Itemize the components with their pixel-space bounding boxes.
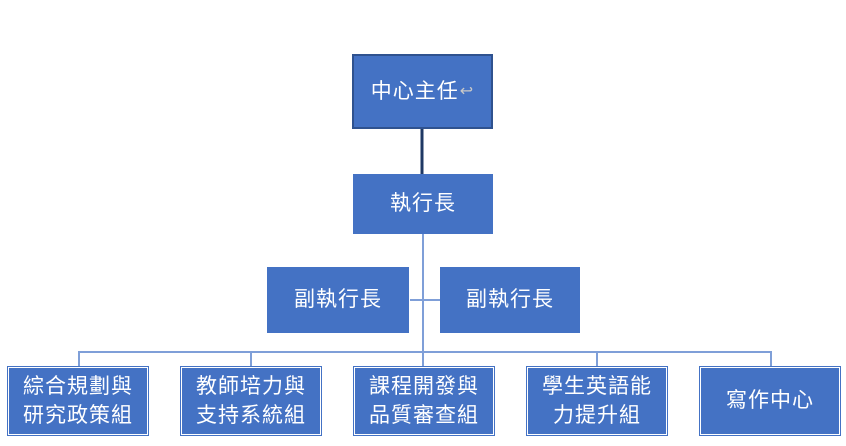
director-box: 中心主任↩: [352, 54, 493, 129]
ceo-box: 執行長: [353, 174, 493, 234]
group-4-line2: 力提升組: [553, 403, 641, 427]
group-1-line2: 研究政策組: [23, 403, 133, 427]
group-3-line1: 課程開發與: [369, 373, 479, 398]
deputy-right-box: 副執行長: [440, 267, 580, 333]
group-2-line1: 教師培力與: [196, 373, 306, 398]
group-1-line1: 綜合規劃與: [23, 373, 133, 398]
group-box-student: 學生英語能 力提升組: [526, 366, 668, 436]
deputy-left-label: 副執行長: [294, 287, 382, 312]
group-4-line1: 學生英語能: [542, 373, 652, 398]
group-3-line2: 品質審查組: [369, 403, 479, 427]
group-5-line1: 寫作中心: [726, 388, 814, 413]
group-box-planning: 綜合規劃與 研究政策組: [7, 366, 149, 436]
ceo-label: 執行長: [390, 191, 456, 216]
group-2-line2: 支持系統組: [196, 403, 306, 427]
return-arrow-icon: ↩: [459, 81, 475, 101]
deputy-left-box: 副執行長: [267, 267, 409, 333]
director-label: 中心主任: [370, 78, 459, 103]
group-box-teacher: 教師培力與 支持系統組: [180, 366, 322, 436]
group-box-writing: 寫作中心: [699, 366, 841, 436]
deputy-right-label: 副執行長: [466, 287, 554, 312]
group-box-curriculum: 課程開發與 品質審查組: [353, 366, 495, 436]
